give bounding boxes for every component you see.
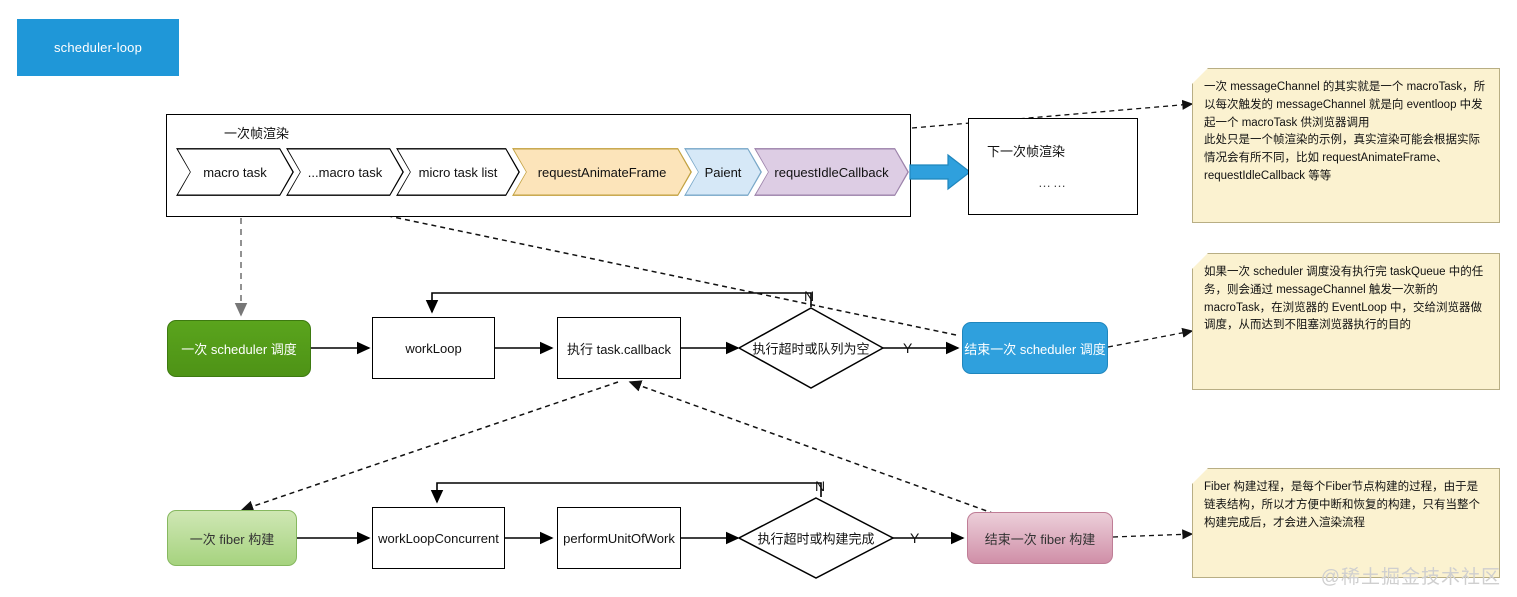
next-frame-dots: …… (1038, 175, 1068, 190)
frame-step-3: micro task list (396, 148, 520, 196)
frame-step-fill (176, 148, 294, 196)
frame-step-label: micro task list (418, 164, 498, 180)
scheduler-loop-title-chip: scheduler-loop (17, 19, 179, 76)
note-message-channel: 一次 messageChannel 的其实就是一个 macroTask，所以每次… (1192, 68, 1500, 223)
note-scheduler-text: 如果一次 scheduler 调度没有执行完 taskQueue 中的任务，则会… (1204, 266, 1484, 332)
node-workloop-label: workLoop (405, 340, 462, 356)
frame-step-label: requestAnimateFrame (537, 164, 667, 180)
node-workloopconcurrent[interactable]: workLoopConcurrent (372, 507, 505, 569)
node-workloopconcurrent-label: workLoopConcurrent (378, 530, 499, 546)
decision-scheduler-no-label: N (804, 288, 815, 304)
frame-step-fill (286, 148, 404, 196)
decision-fiber[interactable]: 执行超时或构建完成 (738, 497, 894, 579)
node-execute-task-callback-label: 执行 task.callback (566, 341, 672, 357)
decision-scheduler[interactable]: 执行超时或队列为空 (738, 307, 884, 389)
node-scheduler-end-label: 结束一次 scheduler 调度 (964, 341, 1106, 357)
frame-step-5: Paient (684, 148, 762, 196)
frame-render-title: 一次帧渲染 (224, 126, 290, 141)
frame-step-label: macro task (203, 164, 267, 180)
decision-fiber-label: 执行超时或构建完成 (757, 531, 875, 547)
decision-fiber-yes-label: Y (910, 530, 920, 546)
next-frame-title: 下一次帧渲染 (987, 144, 1066, 159)
node-scheduler-end[interactable]: 结束一次 scheduler 调度 (962, 322, 1108, 374)
scheduler-loop-title-label: scheduler-loop (53, 40, 143, 55)
node-fiber-start[interactable]: 一次 fiber 构建 (167, 510, 297, 566)
frame-step-label: ...macro task (307, 164, 383, 180)
frame-step-4: requestAnimateFrame (512, 148, 692, 196)
note-scheduler: 如果一次 scheduler 调度没有执行完 taskQueue 中的任务，则会… (1192, 253, 1500, 390)
frame-step-label: Paient (704, 164, 742, 180)
node-performunitofwork[interactable]: performUnitOfWork (557, 507, 681, 569)
node-workloop[interactable]: workLoop (372, 317, 495, 379)
frame-step-fill (396, 148, 520, 196)
frame-step-fill (512, 148, 692, 196)
note-fiber-text: Fiber 构建过程，是每个Fiber节点构建的过程，由于是链表结构，所以才方便… (1204, 481, 1480, 529)
frame-step-2: ...macro task (286, 148, 404, 196)
frame-step-label: requestIdleCallback (774, 164, 889, 180)
next-frame-advance-arrow (909, 153, 971, 191)
node-execute-task-callback[interactable]: 执行 task.callback (557, 317, 681, 379)
node-fiber-end[interactable]: 结束一次 fiber 构建 (967, 512, 1113, 564)
note-message-channel-text: 一次 messageChannel 的其实就是一个 macroTask，所以每次… (1204, 81, 1486, 183)
decision-scheduler-yes-label: Y (903, 340, 913, 356)
node-performunitofwork-label: performUnitOfWork (563, 530, 675, 546)
watermark: @稀土掘金技术社区 (1320, 567, 1501, 588)
node-scheduler-start-label: 一次 scheduler 调度 (181, 342, 297, 357)
frame-step-1: macro task (176, 148, 294, 196)
frame-step-fill (754, 148, 909, 196)
note-fiber: Fiber 构建过程，是每个Fiber节点构建的过程，由于是链表结构，所以才方便… (1192, 468, 1500, 578)
node-scheduler-start[interactable]: 一次 scheduler 调度 (167, 320, 311, 377)
node-fiber-start-label: 一次 fiber 构建 (189, 531, 275, 547)
next-frame-box: 下一次帧渲染 …… (968, 118, 1138, 215)
decision-scheduler-label: 执行超时或队列为空 (752, 341, 870, 357)
frame-step-chevrons: macro task ...macro task micro task list re… (176, 148, 909, 196)
node-fiber-end-label: 结束一次 fiber 构建 (984, 531, 1096, 547)
frame-step-6: requestIdleCallback (754, 148, 909, 196)
decision-fiber-no-label: N (815, 478, 826, 494)
